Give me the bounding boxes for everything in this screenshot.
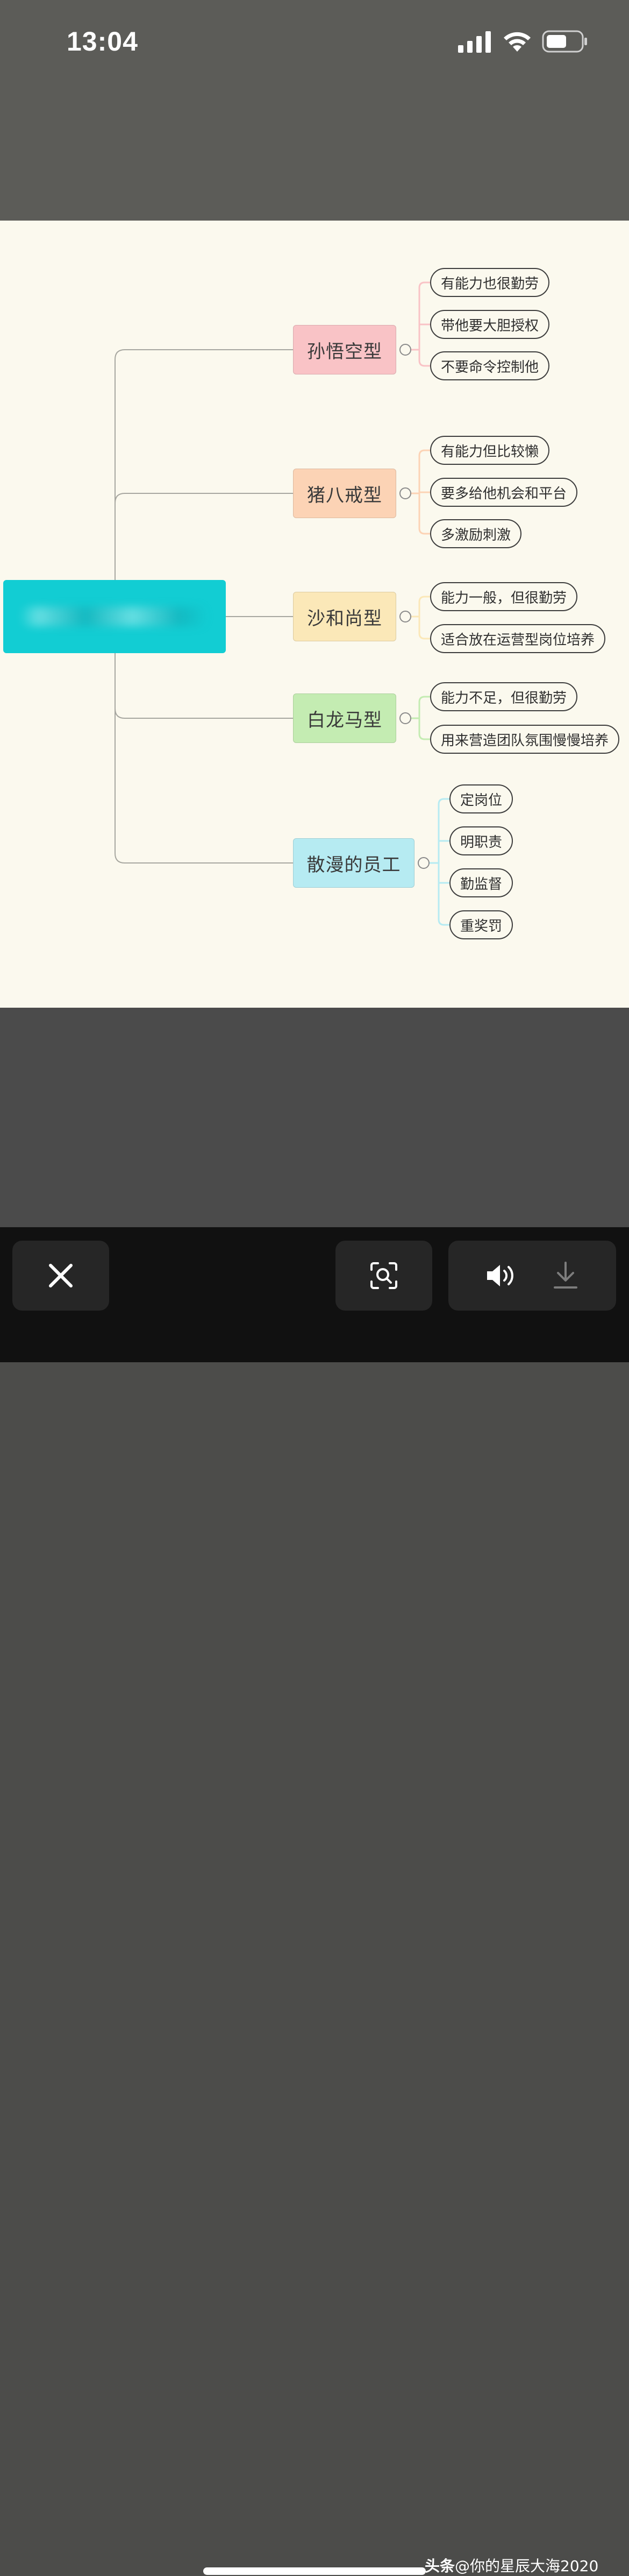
source-watermark: 头条@你的星辰大海2020 [425,2554,598,2576]
leaf-node: 有能力但比较懒 [430,436,550,465]
category-node: 猪八戒型 [293,469,396,518]
leaf-node: 能力不足，但很勤劳 [430,682,578,711]
leaf-node: 不要命令控制他 [430,351,550,380]
close-icon [49,1264,73,1287]
category-node: 孙悟空型 [293,325,396,374]
leaf-node: 要多给他机会和平台 [430,478,578,507]
download-icon[interactable] [553,1262,578,1290]
leaf-node: 定岗位 [449,784,513,813]
connector-line [115,493,293,617]
root-node [3,580,226,653]
status-time: 13:04 [67,26,138,56]
collapse-toggle [399,712,411,724]
leaf-node: 能力一般，但很勤劳 [430,582,578,611]
category-node: 白龙马型 [293,693,396,743]
battery-icon [542,30,587,53]
scan-search-icon [370,1262,397,1289]
status-bar-area: 13:04 [0,0,629,221]
speaker-icon[interactable] [486,1263,517,1288]
leaf-node: 多激励刺激 [430,519,522,548]
leaf-node: 有能力也很勤劳 [430,268,550,297]
collapse-toggle [418,857,430,869]
category-node: 散漫的员工 [293,838,414,888]
mindmap-image[interactable]: 孙悟空型 有能力也很勤劳带他要大胆授权不要命令控制他猪八戒型 有能力但比较懒要多给他… [0,221,629,1008]
bottom-toolbar: 头条@你的星辰大海2020 [0,1227,629,2575]
media-controls [448,1241,616,1311]
collapse-toggle [399,487,411,499]
cellular-signal-icon [458,31,491,53]
leaf-node: 带他要大胆授权 [430,310,550,339]
watermark-handle: @你的星辰大海2020 [455,2557,599,2575]
visual-search-button[interactable] [335,1241,432,1311]
connector-line [115,349,293,617]
collapse-toggle [399,344,411,356]
home-indicator [203,2567,426,2575]
wifi-icon [504,32,531,52]
collapse-toggle [399,611,411,622]
connector-line [418,696,430,740]
close-button[interactable] [12,1241,109,1311]
leaf-node: 用来营造团队氛围慢慢培养 [430,725,620,754]
connector-line [115,617,293,864]
blurred-root-title [19,607,208,626]
viewer-background [0,1008,629,1227]
leaf-node: 适合放在运营型岗位培养 [430,624,606,653]
leaf-node: 勤监督 [449,868,513,897]
category-node: 沙和尚型 [293,592,396,641]
leaf-node: 明职责 [449,826,513,855]
connector-line [438,798,449,926]
watermark-brand: 头条 [425,2557,455,2575]
connector-line [418,596,430,640]
leaf-node: 重奖罚 [449,910,513,939]
